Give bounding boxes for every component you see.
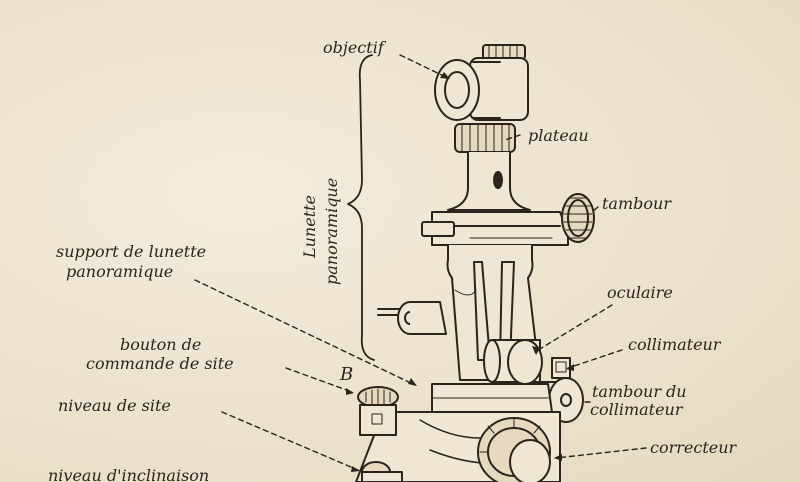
label-collimateur: collimateur xyxy=(628,335,721,354)
label-oculaire: oculaire xyxy=(607,283,673,302)
objective-head xyxy=(434,44,529,121)
label-point-b: B xyxy=(340,364,354,385)
label-tambour: tambour xyxy=(602,194,671,213)
leader-lines xyxy=(194,54,647,471)
upper-platform xyxy=(431,211,569,246)
label-tambour-collimateur-line1: tambour du xyxy=(592,382,687,401)
brace xyxy=(347,54,375,361)
neck xyxy=(447,151,531,211)
label-plateau: plateau xyxy=(528,126,589,145)
side-knob xyxy=(377,301,447,335)
label-niveau-site: niveau de site xyxy=(58,396,171,415)
label-tambour-collimateur-line2: collimateur xyxy=(590,400,683,419)
plateau-collar xyxy=(454,123,516,153)
label-objectif: objectif xyxy=(323,38,384,57)
label-bouton-line1: bouton de xyxy=(120,335,202,354)
label-correcteur: correcteur xyxy=(650,438,737,457)
brace-label-line1: Lunette xyxy=(300,194,319,258)
label-bouton-line2: commande de site xyxy=(86,354,234,373)
bouton-commande-knob xyxy=(357,386,399,436)
niveau-inclinaison-knob xyxy=(361,461,403,482)
label-niveau-inclinaison: niveau d'inclinaison xyxy=(48,466,210,482)
tambour-knob xyxy=(561,193,595,243)
label-support-line1: support de lunette xyxy=(56,242,207,261)
label-support-line2: panoramique xyxy=(66,262,174,281)
brace-label-line2: panoramique xyxy=(322,177,341,285)
correcteur-knob xyxy=(477,417,551,482)
oculaire-tube xyxy=(483,339,571,385)
